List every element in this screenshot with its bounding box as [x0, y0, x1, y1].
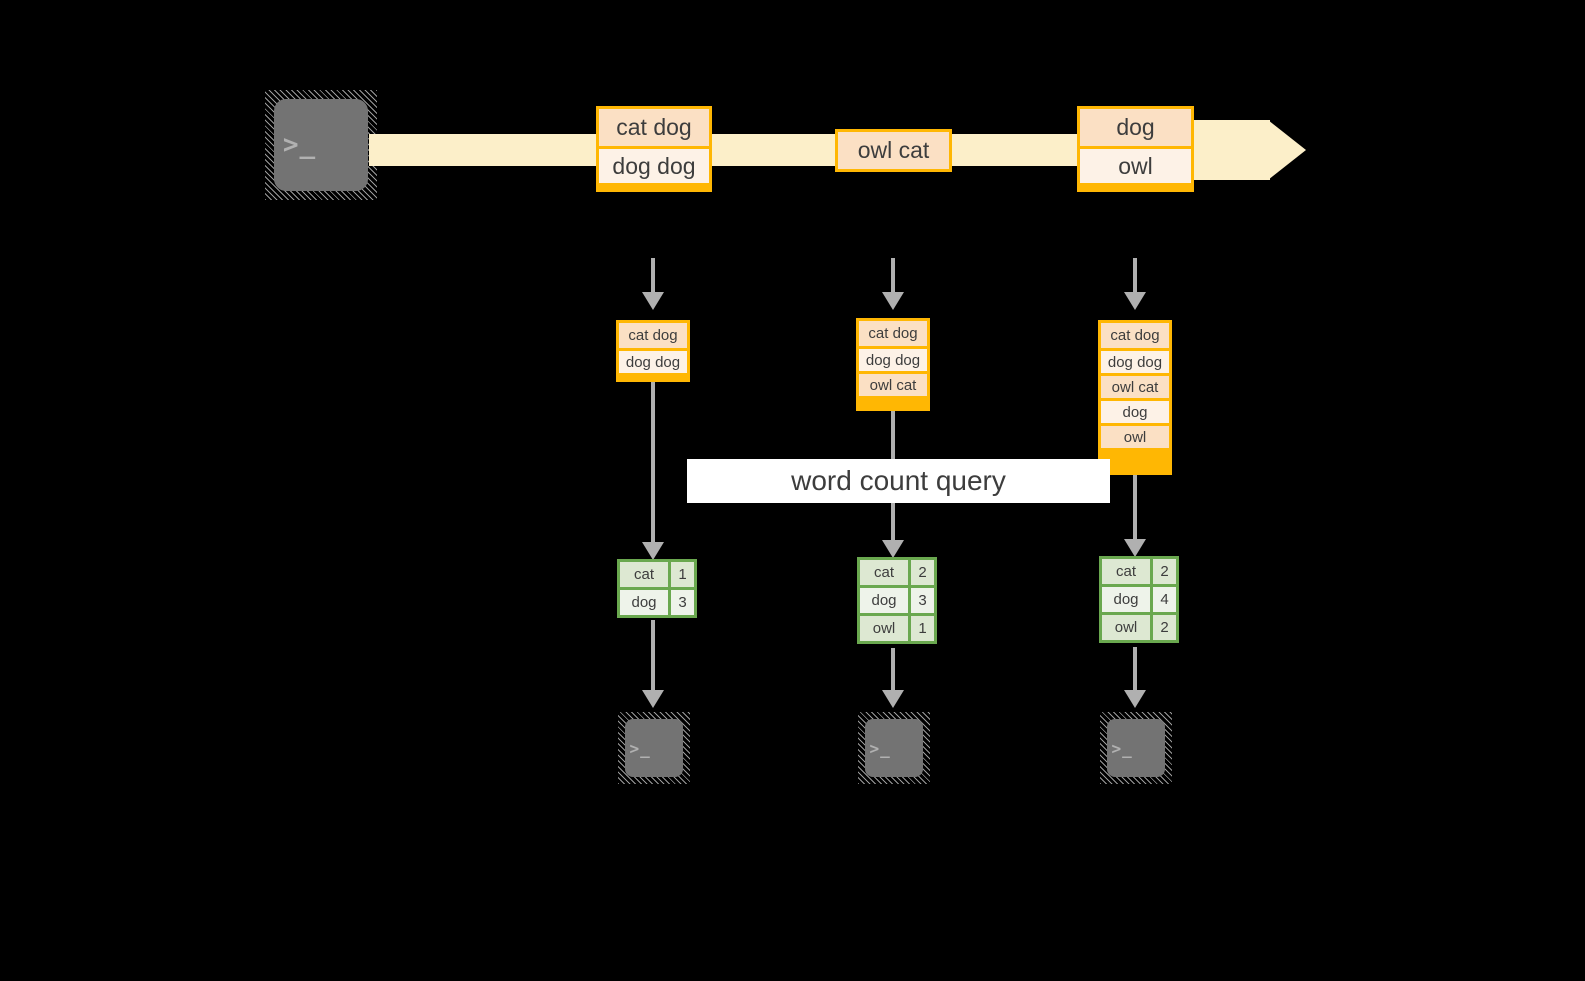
accumulated-record-line: cat dog — [859, 321, 927, 346]
terminal-prompt-glyph: >_ — [869, 738, 891, 758]
stream-record-line: owl cat — [838, 132, 949, 169]
stream-record-line: dog dog — [599, 146, 709, 183]
terminal-prompt-glyph: >_ — [1111, 738, 1133, 758]
table-cell-count: 2 — [1150, 615, 1176, 640]
table-cell-word: dog — [620, 590, 668, 615]
table-row: dog 3 — [860, 585, 934, 613]
terminal-screen — [274, 99, 368, 191]
table-cell-word: cat — [620, 562, 668, 587]
word-count-table-t3: cat 2 dog 4 owl 2 — [1099, 556, 1179, 643]
table-row: cat 1 — [620, 562, 694, 587]
accumulated-record-line: owl cat — [1101, 373, 1169, 398]
sink-terminal-icon-t3: >_ — [1100, 712, 1172, 784]
stream-to-state-arrowhead-t3 — [1124, 292, 1146, 310]
word-count-table-t2: cat 2 dog 3 owl 1 — [857, 557, 937, 644]
table-row: cat 2 — [1102, 559, 1176, 584]
table-cell-word: dog — [1102, 587, 1150, 612]
result-to-sink-arrowhead-t2 — [882, 690, 904, 708]
state-to-result-arrowhead-t3 — [1124, 539, 1146, 557]
stream-band-thick — [1190, 120, 1270, 180]
terminal-screen — [1107, 719, 1165, 777]
result-to-sink-connector-t1 — [651, 620, 655, 695]
table-cell-word: cat — [860, 560, 908, 585]
state-to-result-arrowhead-t1 — [642, 542, 664, 560]
accumulated-record-line: cat dog — [1101, 323, 1169, 348]
accumulated-records-t1: cat dog dog dog — [616, 320, 690, 382]
terminal-prompt-glyph: >_ — [282, 130, 317, 160]
stream-arrowhead — [1268, 120, 1306, 180]
table-cell-count: 2 — [1150, 559, 1176, 584]
stream-record-line: cat dog — [599, 109, 709, 146]
table-cell-word: cat — [1102, 559, 1150, 584]
table-cell-count: 1 — [908, 616, 934, 641]
word-count-query-banner: word count query — [687, 459, 1110, 503]
source-terminal-icon: >_ — [265, 90, 377, 200]
terminal-prompt-glyph: >_ — [629, 738, 651, 758]
accumulated-record-line: cat dog — [619, 323, 687, 348]
table-cell-count: 3 — [908, 588, 934, 613]
table-cell-word: owl — [860, 616, 908, 641]
accumulated-record-line: owl — [1101, 423, 1169, 448]
stream-to-state-arrowhead-t2 — [882, 292, 904, 310]
sink-terminal-icon-t2: >_ — [858, 712, 930, 784]
accumulated-records-t2: cat dog dog dog owl cat — [856, 318, 930, 411]
stream-to-state-connector-t3 — [1133, 258, 1137, 296]
state-to-result-connector-t3 — [1133, 475, 1137, 549]
stream-record-line: dog — [1080, 109, 1191, 146]
state-to-result-arrowhead-t2 — [882, 540, 904, 558]
accumulated-record-line: owl cat — [859, 371, 927, 396]
stream-record-batch-3: dog owl — [1077, 106, 1194, 192]
table-cell-count: 3 — [668, 590, 694, 615]
table-cell-count: 2 — [908, 560, 934, 585]
accumulated-record-line: dog dog — [1101, 348, 1169, 373]
stream-record-batch-2: owl cat — [835, 129, 952, 172]
terminal-screen — [865, 719, 923, 777]
result-to-sink-arrowhead-t3 — [1124, 690, 1146, 708]
table-row: dog 4 — [1102, 584, 1176, 612]
word-count-query-label: word count query — [791, 465, 1006, 496]
stream-record-batch-1: cat dog dog dog — [596, 106, 712, 192]
accumulated-record-line: dog dog — [619, 348, 687, 373]
table-cell-count: 1 — [668, 562, 694, 587]
result-to-sink-connector-t3 — [1133, 647, 1137, 696]
stream-record-line: owl — [1080, 146, 1191, 183]
accumulated-records-t3: cat dog dog dog owl cat dog owl — [1098, 320, 1172, 475]
word-count-table-t1: cat 1 dog 3 — [617, 559, 697, 618]
table-row: dog 3 — [620, 587, 694, 615]
state-to-result-connector-t1 — [651, 382, 655, 552]
table-row: cat 2 — [860, 560, 934, 585]
table-cell-word: owl — [1102, 615, 1150, 640]
sink-terminal-icon-t1: >_ — [618, 712, 690, 784]
table-cell-word: dog — [860, 588, 908, 613]
stream-to-state-connector-t1 — [651, 258, 655, 296]
stream-to-state-arrowhead-t1 — [642, 292, 664, 310]
result-to-sink-connector-t2 — [891, 648, 895, 696]
table-row: owl 2 — [1102, 612, 1176, 640]
stream-to-state-connector-t2 — [891, 258, 895, 296]
result-to-sink-arrowhead-t1 — [642, 690, 664, 708]
table-row: owl 1 — [860, 613, 934, 641]
accumulated-record-line: dog dog — [859, 346, 927, 371]
table-cell-count: 4 — [1150, 587, 1176, 612]
terminal-screen — [625, 719, 683, 777]
accumulated-record-line: dog — [1101, 398, 1169, 423]
